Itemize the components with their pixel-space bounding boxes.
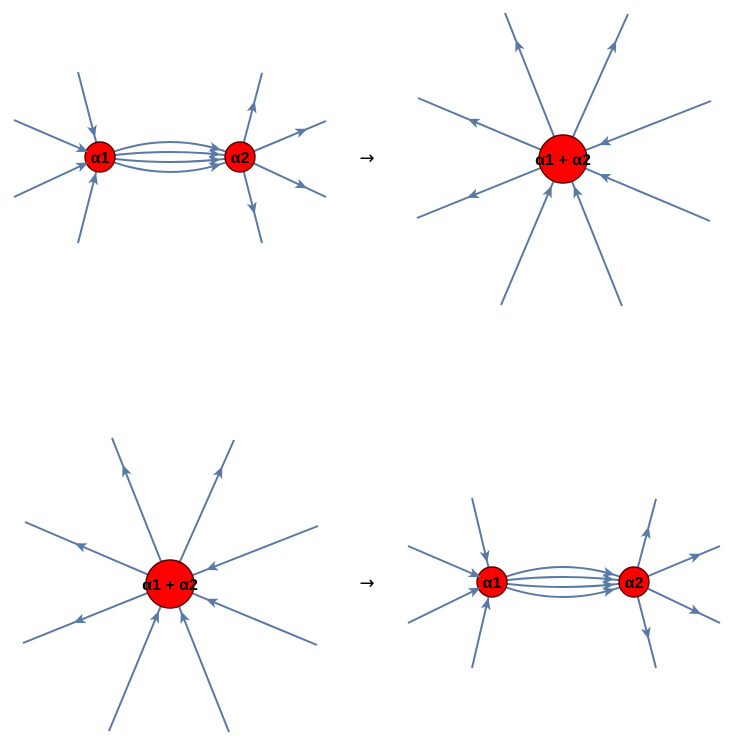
row1-left-edge-out-1-arrowhead xyxy=(246,100,257,114)
row2-left-graph: α1 + α2 xyxy=(22,437,319,733)
row2-right-edge-out-4-arrowhead xyxy=(640,626,651,640)
row2-left-edge-out-4 xyxy=(22,583,171,644)
row2-right-edge-in-3-arrowhead xyxy=(467,587,481,598)
row2-left-edge-in-4 xyxy=(169,583,230,733)
row2-right-edge-out-1-arrowhead xyxy=(640,526,651,540)
row1-transition-arrow: → xyxy=(359,148,374,169)
row2-right-vertex-2 xyxy=(618,566,650,598)
row1-left-vertex-2-label: α2 xyxy=(231,150,250,167)
row1-right-edge-in-3 xyxy=(500,158,564,306)
row1-left-connecting-edges xyxy=(99,141,241,173)
row1-left-vertex-1-label: α1 xyxy=(91,150,110,167)
row1-left-connect-2-arrowhead xyxy=(208,148,221,159)
row2-left-edge-in-2-arrowhead xyxy=(205,598,219,608)
row1-right-edge-out-3 xyxy=(417,97,564,160)
row2-left-edge-in-4-arrowhead xyxy=(180,610,190,624)
row1-left-edge-in-4-arrowhead xyxy=(88,172,98,186)
row2-right-connecting-edges xyxy=(491,566,635,598)
row2-right-graph: α1 α2 xyxy=(407,497,721,669)
row2-right-connect-3 xyxy=(491,581,635,588)
row1-left-vertex-2 xyxy=(224,141,256,173)
row1-right-edges xyxy=(416,12,712,307)
row2-left-edge-in-3 xyxy=(108,583,171,732)
row1-right-edge-in-2 xyxy=(562,158,711,222)
row1-right-edge-out-4 xyxy=(416,158,564,219)
row1-right-edge-in-3-arrowhead xyxy=(542,185,552,199)
row1-right-edge-out-3-arrowhead xyxy=(467,118,481,129)
row1-left-edge-out-3 xyxy=(239,156,327,198)
row1-right-edge-out-4-arrowhead xyxy=(466,188,480,198)
row2-right-connect-2-arrowhead xyxy=(602,573,615,584)
row1-right-merged-vertex-label: α1 + α2 xyxy=(535,152,591,169)
row2-left-edge-out-2 xyxy=(169,439,235,585)
edge-arrowheads xyxy=(73,39,702,640)
row2-left-merged-vertex xyxy=(145,559,195,609)
row2-left-edge-out-4-arrowhead xyxy=(73,613,87,623)
row1-right-edge-in-1 xyxy=(562,100,712,160)
row2-right-edge-out-3 xyxy=(633,581,721,624)
row1-left-edge-out-3-arrowhead xyxy=(294,178,308,189)
row1-left-vertex-1 xyxy=(84,141,116,173)
row1-left-edge-in-2-arrowhead xyxy=(75,142,89,152)
row1-right-edge-in-4-arrowhead xyxy=(573,185,583,199)
row2-right-connect-1 xyxy=(491,566,635,583)
row2-right-edge-in-1-arrowhead xyxy=(479,549,490,563)
row1-right-edge-out-2 xyxy=(562,13,629,160)
row2-right-edge-out-3-arrowhead xyxy=(688,604,702,615)
row1-right-edge-in-1-arrowhead xyxy=(598,135,612,146)
row1-right-edge-out-1 xyxy=(504,12,564,160)
row2-right-external-edges xyxy=(407,497,721,669)
row2-right-edge-out-2-arrowhead xyxy=(688,553,702,564)
row2-left-edge-in-1 xyxy=(169,525,319,585)
row2-left-edge-out-3 xyxy=(24,521,171,585)
row1-right-edge-out-1-arrowhead xyxy=(515,39,525,53)
row1-left-connect-1-arrowhead xyxy=(208,141,222,152)
row2-right-edge-in-2-arrowhead xyxy=(467,567,481,578)
row2-right-vertex-1 xyxy=(476,566,508,598)
row2-left-edges xyxy=(22,437,319,733)
row2-right-connect-4 xyxy=(491,581,635,598)
row2-transition-arrow: → xyxy=(359,573,374,594)
row1-left-edge-in-3-arrowhead xyxy=(75,162,89,173)
row1-left-external-edges xyxy=(13,71,327,244)
row1-left-edge-out-4-arrowhead xyxy=(246,201,257,215)
row2-left-edge-out-1-arrowhead xyxy=(122,464,132,478)
row1-left-connect-4-arrowhead xyxy=(208,162,222,173)
row2-right-vertex-1-label: α1 xyxy=(483,575,502,592)
row2-right-connect-2 xyxy=(491,576,635,583)
row1-left-connect-4 xyxy=(99,156,241,173)
row1-right-edge-in-4 xyxy=(562,158,623,307)
row2-right-connect-1-arrowhead xyxy=(602,566,615,577)
row1-right-merged-vertex xyxy=(538,134,588,184)
row2-left-edge-out-1 xyxy=(111,437,171,585)
row1-right-graph: α1 + α2 xyxy=(416,12,712,307)
row1-right-edge-out-2-arrowhead xyxy=(606,40,617,54)
row2-left-edge-out-2-arrowhead xyxy=(212,466,223,480)
row1-left-edge-in-1-arrowhead xyxy=(87,124,97,138)
row1-left-connect-1 xyxy=(99,141,241,158)
row1-left-edge-out-2-arrowhead xyxy=(294,128,308,139)
row2-right-vertex-2-label: α2 xyxy=(625,575,644,592)
row2-left-edge-in-3-arrowhead xyxy=(149,610,159,624)
row2-right-edge-in-4-arrowhead xyxy=(480,597,491,611)
row2-right-connect-4-arrowhead xyxy=(602,587,615,598)
row2-left-merged-vertex-label: α1 + α2 xyxy=(142,577,198,594)
row2-left-edge-in-1-arrowhead xyxy=(205,560,219,571)
row1-left-graph: α1 α2 xyxy=(13,71,327,244)
row2-left-edge-in-2 xyxy=(169,583,318,646)
row1-right-edge-in-2-arrowhead xyxy=(598,174,612,184)
row2-left-edge-out-3-arrowhead xyxy=(74,543,88,553)
